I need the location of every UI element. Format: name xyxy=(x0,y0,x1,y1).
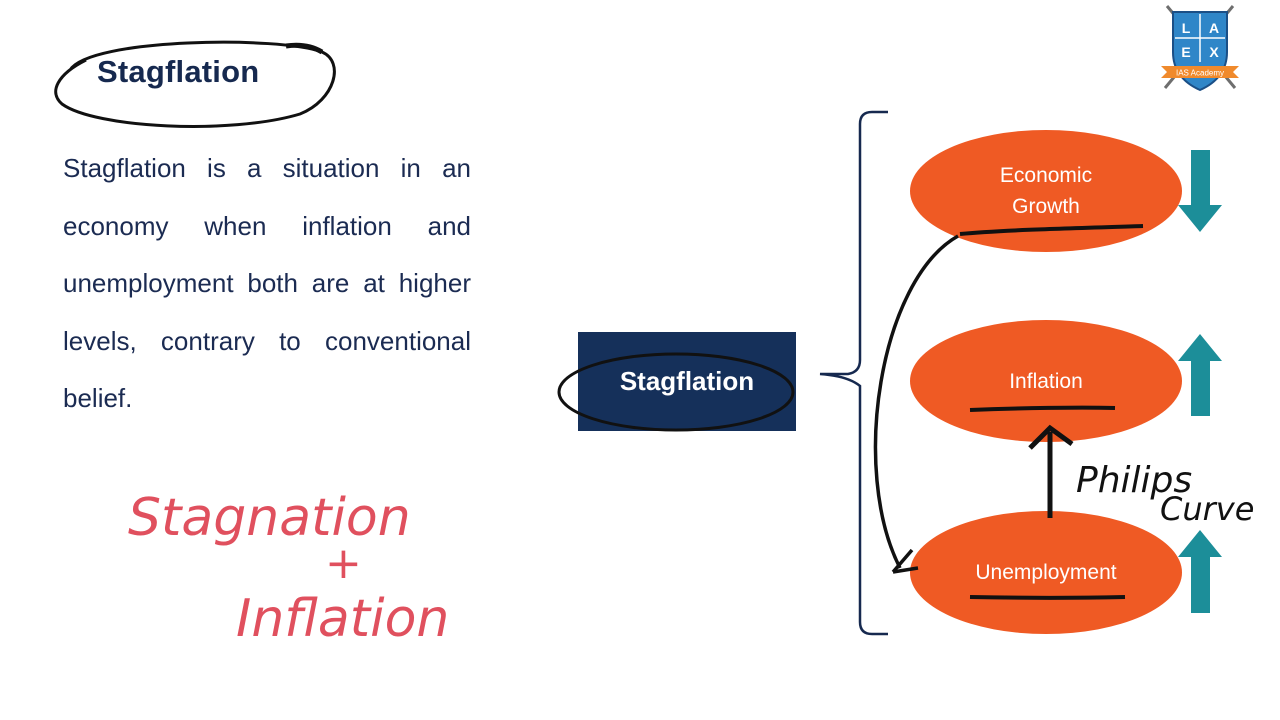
node-economic-growth-line1: Economic xyxy=(999,164,1093,187)
slide-title: Stagflation xyxy=(97,54,260,89)
node-economic-growth-line2: Growth xyxy=(1012,195,1080,218)
logo-letter-a: A xyxy=(1209,20,1219,36)
logo-ribbon-text: IAS Academy xyxy=(1176,69,1224,78)
node-unemployment-label: Unemployment xyxy=(975,561,1117,584)
node-inflation: Inflation xyxy=(910,320,1182,442)
arrow-down-icon xyxy=(1178,150,1222,232)
handwritten-inflation: Inflation xyxy=(236,589,449,649)
laex-logo: L A E X IAS Academy xyxy=(1161,5,1239,92)
node-inflation-label: Inflation xyxy=(1009,369,1083,393)
node-economic-growth: Economic Growth xyxy=(910,130,1182,252)
logo-letter-e: E xyxy=(1181,44,1190,60)
stagflation-box: Stagflation xyxy=(578,332,796,431)
handwritten-plus: + xyxy=(325,538,362,589)
handwritten-stagnation: Stagnation xyxy=(128,488,411,548)
node-unemployment: Unemployment xyxy=(910,511,1182,634)
definition-text: Stagflation is a situation in an economy… xyxy=(63,153,471,413)
curly-bracket xyxy=(819,110,888,636)
handwritten-curve: Curve xyxy=(1160,490,1254,528)
title-ink-tail xyxy=(285,42,324,55)
logo-letter-x: X xyxy=(1209,44,1219,60)
handwritten-philips: Philips xyxy=(1076,460,1192,501)
arrow-up-icon xyxy=(1178,334,1222,416)
logo-letter-l: L xyxy=(1182,20,1191,36)
logo-ribbon xyxy=(1161,66,1239,78)
arrow-up-icon xyxy=(1178,530,1222,613)
stagflation-box-label: Stagflation xyxy=(619,366,755,396)
